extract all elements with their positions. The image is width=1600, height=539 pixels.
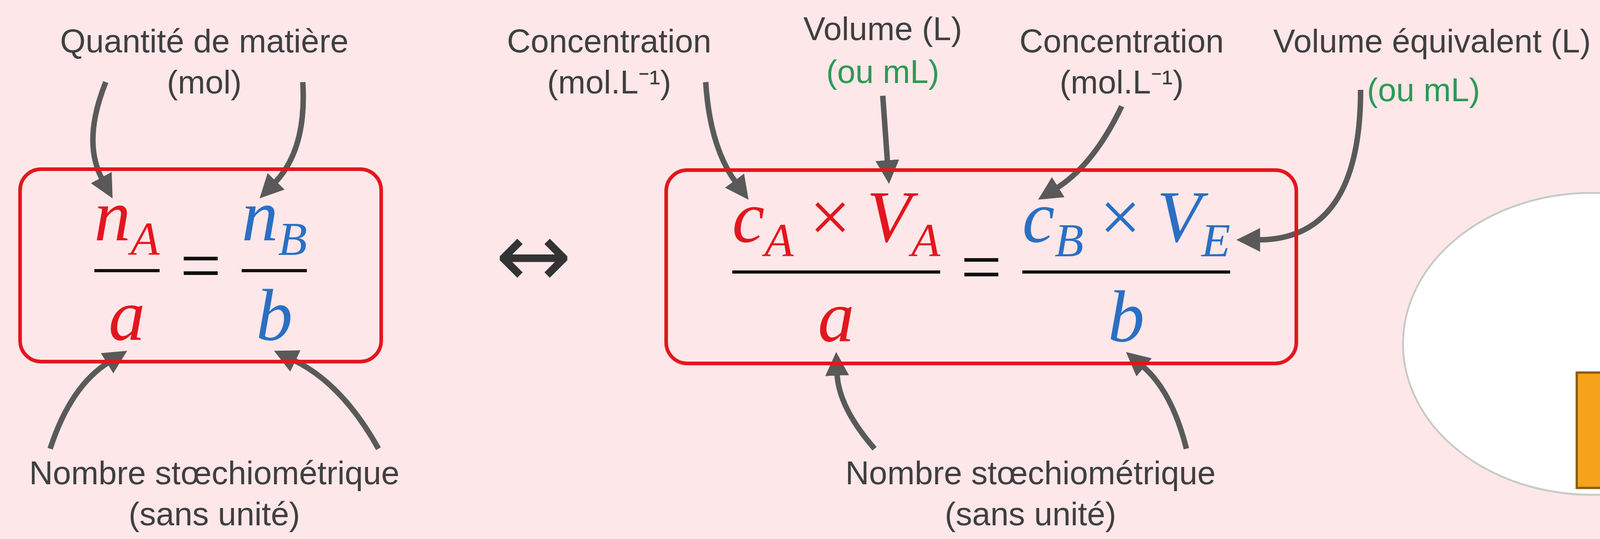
formula-symbol: b	[1108, 275, 1145, 358]
denominator: b	[1108, 279, 1145, 353]
subscript: A	[130, 212, 161, 265]
subscript: B	[278, 212, 308, 265]
formula-symbol: c	[1022, 176, 1055, 258]
fraction: cB×VE b	[1022, 180, 1231, 353]
fraction: cA×VA a	[732, 180, 941, 353]
leader-arrow	[50, 362, 109, 449]
fraction-bar	[732, 270, 941, 274]
leader-arrow	[1257, 89, 1361, 240]
operator: =	[159, 228, 242, 302]
leader-arrow	[1142, 365, 1187, 449]
formula-symbol: ×	[1099, 176, 1141, 258]
annotation-label: Volume (L)	[803, 8, 963, 50]
formula-box: nAa=nBb	[18, 167, 384, 364]
formula-symbol: =	[960, 226, 1002, 308]
formula-symbol: c	[732, 176, 765, 258]
fraction-bar	[1022, 270, 1231, 274]
operator-row: =	[960, 230, 1002, 304]
formula-symbol: V	[1156, 176, 1202, 258]
numerator: nB	[241, 179, 308, 263]
subscript: B	[1054, 213, 1084, 267]
bubble-figure	[1403, 192, 1600, 495]
annotation-label: Volume équivalent (L)	[1273, 20, 1591, 62]
leader-arrow	[837, 373, 875, 449]
leader-layer	[50, 82, 1361, 449]
annotation-label: Nombre stœchiométrique (sans unité)	[825, 452, 1236, 535]
formula-symbol: n	[241, 175, 279, 257]
formula-symbol: n	[94, 175, 131, 257]
numerator: cB×VE	[1022, 180, 1231, 264]
annotation-label: Nombre stœchiométrique (sans unité)	[9, 452, 420, 535]
numerator: cA×VA	[732, 180, 941, 264]
fraction-bar	[241, 269, 308, 273]
formula-symbol: a	[108, 274, 145, 356]
annotation-label: (ou mL)	[826, 51, 940, 93]
annotation-label: Quantité de matière (mol)	[40, 20, 369, 103]
equivalence-arrow: ↔	[495, 209, 572, 301]
orange-figure	[1576, 372, 1600, 488]
formula-symbol: a	[818, 275, 855, 358]
subscript: A	[911, 213, 941, 267]
numerator: nA	[94, 179, 161, 263]
leader-arrow	[1056, 106, 1122, 189]
leader-arrow	[293, 359, 379, 449]
denominator: a	[108, 278, 145, 352]
annotation-label: (ou mL)	[1366, 69, 1481, 111]
leader-arrow	[93, 82, 106, 180]
fraction: nB b	[241, 179, 308, 352]
subscript: A	[764, 213, 794, 267]
denominator: a	[818, 279, 855, 353]
leader-arrow	[705, 82, 736, 183]
subscript: E	[1201, 213, 1231, 267]
fraction-bar	[94, 269, 161, 273]
leader-arrow	[882, 95, 888, 163]
operator-row: =	[180, 228, 222, 302]
denominator: b	[256, 278, 293, 352]
operator: =	[940, 230, 1023, 304]
annotation-label: Concentration (mol.L⁻¹)	[1006, 20, 1237, 103]
fraction: nA a	[94, 179, 161, 352]
formula-symbol: b	[256, 274, 293, 356]
formula-symbol: ×	[809, 176, 851, 258]
formula-box: cA×VAa=cB×VEb	[664, 168, 1299, 366]
formula-symbol: =	[180, 224, 222, 306]
formula-symbol: V	[866, 176, 912, 258]
annotation-label: Concentration (mol.L⁻¹)	[494, 20, 725, 103]
